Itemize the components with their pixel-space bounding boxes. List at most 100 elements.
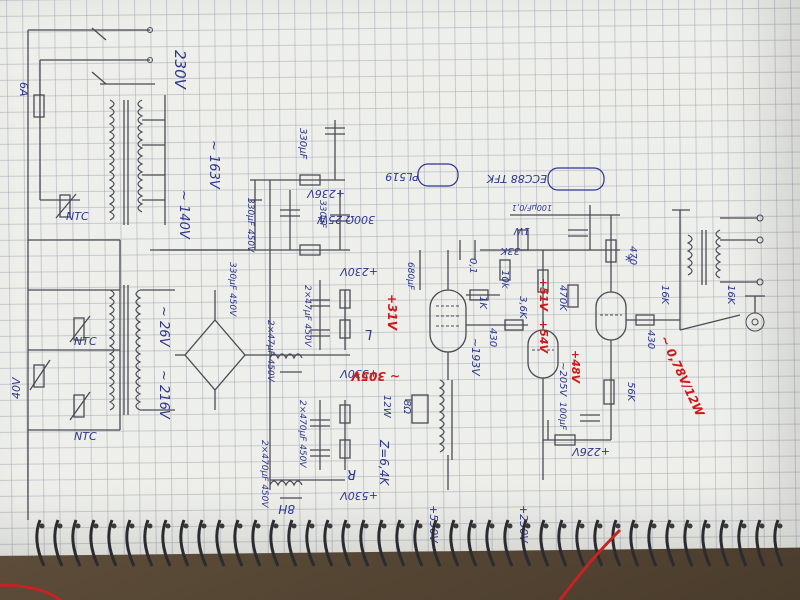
spiral-ring (719, 519, 730, 567)
spiral-hole (183, 523, 189, 529)
spiral-hole (255, 523, 261, 529)
label-star: * (625, 251, 633, 270)
label-r-3-6k: 3,6K (517, 296, 528, 320)
label-cap-680: 680µF (405, 262, 415, 291)
label-res-01: 0,1 (467, 258, 478, 274)
label-plus31v: +31V (385, 294, 399, 332)
spiral-hole (57, 523, 63, 529)
spiral-hole (759, 523, 765, 529)
spiral-ring (773, 519, 784, 567)
label-plus530: +530V (339, 367, 378, 380)
spiral-ring (143, 519, 154, 567)
spiral-ring (269, 519, 280, 567)
spiral-ring (611, 519, 622, 567)
spiral-hole (489, 523, 495, 529)
spiral-hole (363, 523, 369, 529)
label-r-470: 470 (627, 246, 638, 265)
spiral-hole (273, 523, 279, 529)
spiral-ring (449, 519, 460, 567)
label-r-56k: 56K (625, 382, 636, 403)
label-r-470k: 470K (557, 285, 568, 312)
spiral-ring (593, 519, 604, 567)
label-plus230: +230V (339, 265, 378, 278)
label-cap-2x47-b: 2×47µF 450V (265, 320, 275, 383)
label-plus54v: +54V (537, 320, 550, 355)
spiral-ring (71, 519, 82, 567)
label-cap-2x470-b: 2×470µF 450V (259, 440, 269, 508)
spiral-ring (359, 519, 370, 567)
spiral-ring (305, 519, 316, 567)
label-output-power: ~ 0,78V/12W (657, 333, 707, 419)
label-mains: 230V (171, 50, 189, 91)
spiral-hole (777, 523, 783, 529)
label-cap-330-350: 330µF (317, 200, 327, 229)
spiral-hole (507, 523, 513, 529)
label-plus48v: +48V (569, 350, 582, 385)
supply-rails (160, 120, 351, 499)
spiral-ring (539, 519, 550, 567)
spiral-hole (201, 523, 207, 529)
label-plus236: +236V (306, 187, 345, 200)
label-ntc-1: NTC (66, 210, 89, 223)
spiral-hole (75, 523, 81, 529)
spiral-hole (435, 523, 441, 529)
spiral-hole (561, 523, 567, 529)
tube-label-pl519: PL519 (385, 163, 459, 187)
spiral-hole (381, 523, 387, 529)
spiral-hole (111, 523, 117, 529)
label-r-8ohm: 8Ω (401, 400, 412, 414)
spiral-ring (503, 519, 514, 567)
label-163v: ~ 163V (206, 140, 221, 190)
spiral-ring (431, 519, 442, 567)
spiral-ring (395, 519, 406, 567)
spiral-ring (737, 519, 748, 567)
label-216v: ~ 216V (156, 370, 171, 420)
spiral-hole (525, 523, 531, 529)
label-cap-330b: 330µF 450V (227, 262, 237, 317)
label-r-430b: 430 (645, 330, 656, 349)
output-tube-pl519 (405, 240, 476, 490)
label-cap-2x47-a: 2×47µF 450V (302, 285, 312, 348)
spiral-ring (341, 519, 352, 567)
red-cable (0, 583, 61, 600)
spiral-hole (309, 523, 315, 529)
spiral-hole (327, 523, 333, 529)
label-26v: ~ 26V (156, 306, 171, 348)
spiral-hole (237, 523, 243, 529)
svg-text:PL519: PL519 (385, 170, 419, 183)
spiral-hole (669, 523, 675, 529)
label-cap-330-tall: 330µF (297, 128, 308, 159)
spiral-ring (521, 519, 532, 567)
label-r-12w: 12W (381, 395, 392, 419)
spiral-ring (485, 519, 496, 567)
spiral-hole (723, 523, 729, 529)
spiral-hole (147, 523, 153, 529)
label-cap-100uf: 100µF (557, 402, 567, 431)
fuse (33, 94, 45, 118)
spiral-ring (575, 519, 586, 567)
spiral-hole (687, 523, 693, 529)
spiral-ring (413, 519, 424, 567)
spiral-ring (323, 519, 334, 567)
spiral-hole (219, 523, 225, 529)
label-40v: 40V (10, 376, 23, 399)
spiral-hole (471, 523, 477, 529)
spiral-ring (161, 519, 172, 567)
spiral-ring (665, 519, 676, 567)
label-plus226: +226V (571, 445, 610, 458)
spiral-hole (651, 523, 657, 529)
label-plus51v: +51V (537, 278, 550, 313)
mains-wiring (27, 27, 155, 520)
spiral-ring (89, 519, 100, 567)
spiral-hole (579, 523, 585, 529)
spiral-hole (453, 523, 459, 529)
spiral-ring (125, 519, 136, 567)
spiral-ring (35, 519, 46, 567)
spiral-hole (345, 523, 351, 529)
spiral-ring (53, 519, 64, 567)
spiral-ring (629, 519, 640, 567)
red-cable-2 (558, 528, 622, 600)
spiral-ring (215, 519, 226, 567)
spiral-ring (755, 519, 766, 567)
